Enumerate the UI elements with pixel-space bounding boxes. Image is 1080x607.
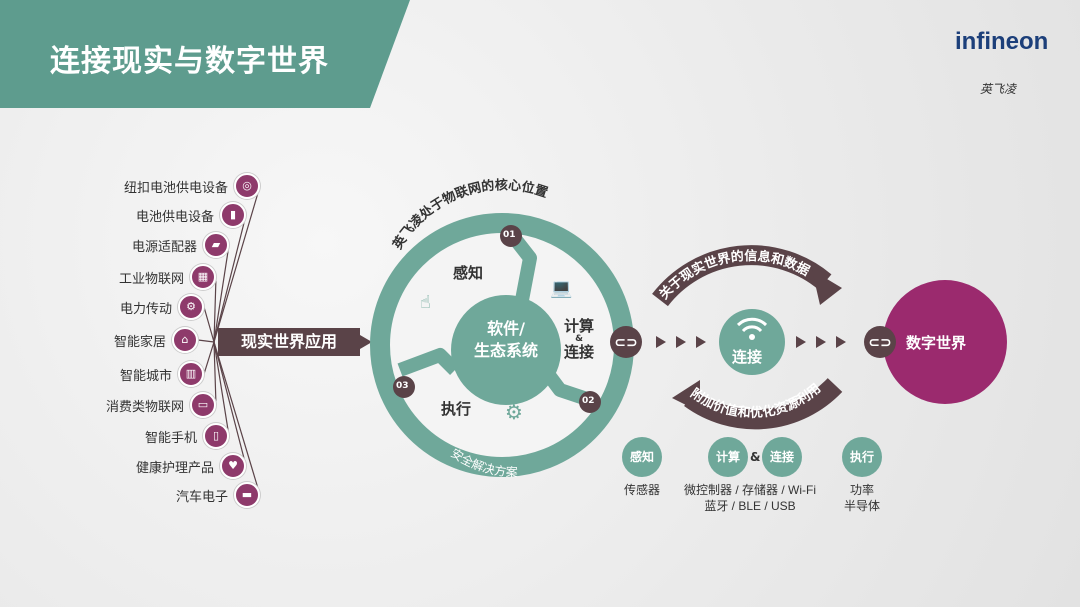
application-item-label: 健康护理产品 xyxy=(135,461,214,476)
center-circle xyxy=(451,295,561,405)
legend-amp: & xyxy=(750,450,761,464)
legend-sense-badge: 感知 xyxy=(622,437,662,477)
connect-label: 连接 xyxy=(732,348,763,366)
application-connectors xyxy=(197,185,261,496)
gear-icon: ⚙ xyxy=(505,400,523,424)
lower-arc-arrow xyxy=(684,377,843,430)
power-adapter-icon: ▰ xyxy=(203,232,229,258)
connector-line xyxy=(203,341,215,375)
consumer-iot-icon: ▭ xyxy=(190,392,216,418)
digital-world-label: 数字世界 xyxy=(906,334,967,352)
arc-upper-text: 关于现实世界的信息和数据 xyxy=(656,248,812,303)
connector-line xyxy=(213,276,217,343)
center-label: 软件/ 生态系统 xyxy=(451,318,561,362)
infineon-logo-cn: 英飞凌 xyxy=(980,82,1017,96)
application-item-label: 汽车电子 xyxy=(175,490,228,505)
motor-drive-icon: ⚙ xyxy=(178,294,204,320)
battery-icon: ▮ xyxy=(220,202,246,228)
title-banner xyxy=(0,0,410,108)
legend-actuate-badge: 执行 xyxy=(842,437,882,477)
connector-line xyxy=(213,185,261,343)
industrial-iot-icon: ▦ xyxy=(190,264,216,290)
application-item-label: 纽扣电池供电设备 xyxy=(123,181,228,196)
connector-line xyxy=(203,306,215,343)
legend-compute-caption2: 蓝牙 / BLE / USB xyxy=(704,499,796,513)
legend-compute-caption1: 微控制器 / 存储器 / Wi-Fi xyxy=(684,483,816,497)
link-icon-right xyxy=(864,326,896,358)
touch-icon: ☝ xyxy=(420,292,431,313)
connector-line xyxy=(213,214,247,343)
real-world-label: 现实世界应用 xyxy=(218,328,360,356)
legend-compute-badge: 计算 xyxy=(708,437,748,477)
legend-actuate-caption2: 半导体 xyxy=(843,499,880,513)
application-item-label: 电源适配器 xyxy=(131,240,197,255)
step-03-badge xyxy=(393,376,415,398)
step-01-badge xyxy=(500,225,522,247)
connect-circle xyxy=(719,309,785,375)
smartphone-icon: ▯ xyxy=(203,423,229,449)
flow-arrows xyxy=(656,336,846,348)
step-amp-text: & xyxy=(575,334,583,344)
upper-arc-arrow xyxy=(652,245,832,307)
connector-line xyxy=(213,244,230,343)
step-01-num: 01 xyxy=(503,230,516,240)
application-item-label: 智能手机 xyxy=(144,431,197,446)
application-item-label: 智能家居 xyxy=(113,335,166,350)
connector-line xyxy=(213,341,261,496)
connector-line xyxy=(197,339,215,343)
smart-home-icon: ⌂ xyxy=(172,327,198,353)
infineon-logo: infineon xyxy=(955,28,1049,55)
application-item-label: 智能城市 xyxy=(119,369,172,384)
step-02-badge xyxy=(579,391,601,413)
legend-actuate-caption1: 功率 xyxy=(849,483,874,497)
svg-text:⊂⊃: ⊂⊃ xyxy=(868,335,891,351)
application-item-label: 电力传动 xyxy=(119,302,172,317)
center-line2: 生态系统 xyxy=(473,341,538,360)
legend-sense-caption: 传感器 xyxy=(623,483,660,497)
connector-line xyxy=(213,341,247,467)
digital-world-circle xyxy=(883,280,1007,404)
step-02-num: 02 xyxy=(582,396,595,406)
coin-battery-icon: ◎ xyxy=(234,173,260,199)
legend-compute-caption: 微控制器 / 存储器 / Wi-Fi 蓝牙 / BLE / USB xyxy=(680,482,820,514)
link-icon-left xyxy=(610,326,642,358)
connector-line xyxy=(213,341,230,437)
car-icon: ▬ xyxy=(234,482,260,508)
application-item-label: 消费类物联网 xyxy=(105,400,184,415)
application-item-label: 工业物联网 xyxy=(118,272,184,287)
center-line1: 软件/ xyxy=(487,319,525,338)
step-actuate-label: 执行 xyxy=(441,400,472,418)
step-03-num: 03 xyxy=(396,381,409,391)
page-title: 连接现实与数字世界 xyxy=(50,44,329,79)
svg-text:⊂⊃: ⊂⊃ xyxy=(614,335,637,351)
step-compute-connect-label: 计算 & 连接 xyxy=(563,318,595,361)
laptop-icon: 💻 xyxy=(550,278,573,299)
legend-actuate-caption: 功率 半导体 xyxy=(842,482,882,514)
health-care-icon: ♥ xyxy=(220,453,246,479)
step-sense-label: 感知 xyxy=(453,264,484,282)
real-world-arrow xyxy=(360,335,372,349)
application-item-label: 电池供电设备 xyxy=(135,210,214,225)
wifi-icon xyxy=(736,317,768,333)
step-connect-text: 连接 xyxy=(563,343,594,361)
connector-line xyxy=(213,341,217,406)
smart-city-icon: ▥ xyxy=(178,361,204,387)
step-compute-text: 计算 xyxy=(563,317,594,335)
legend-connect-badge: 连接 xyxy=(762,437,802,477)
svg-text:关于现实世界的信息和数据: 关于现实世界的信息和数据 xyxy=(656,248,812,303)
